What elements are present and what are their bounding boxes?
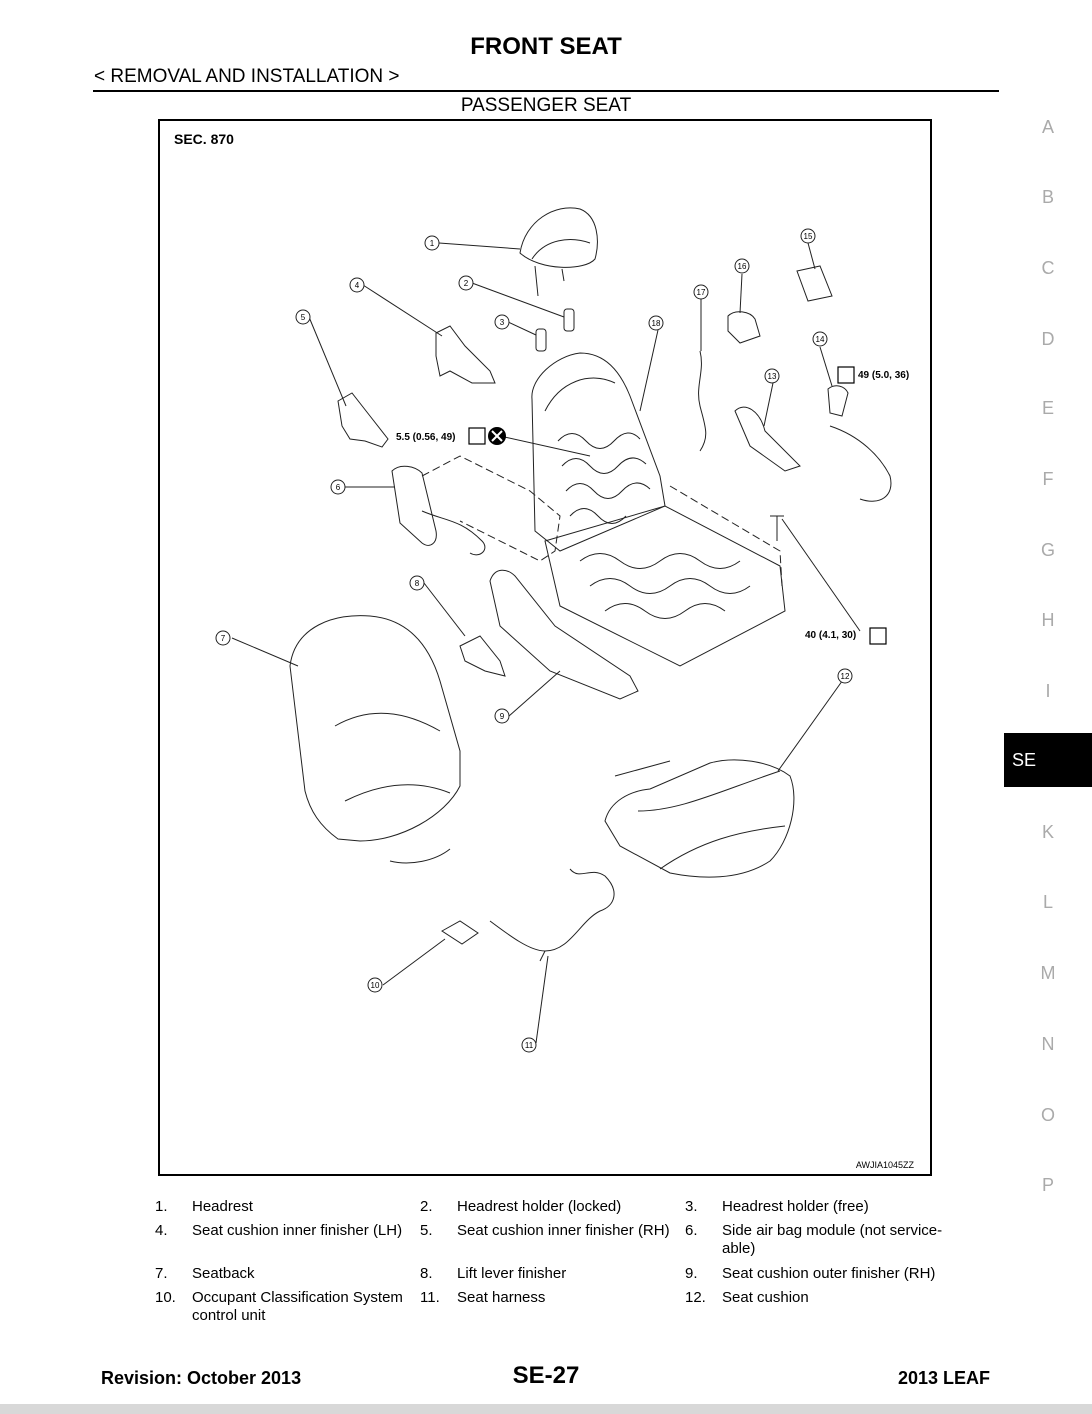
tab-e[interactable]: E bbox=[1041, 398, 1054, 418]
callout-14: 14 bbox=[816, 335, 825, 344]
seat-cushion-shape bbox=[604, 759, 795, 878]
callout-5: 5 bbox=[301, 313, 306, 322]
torque-label-2: 49 (5.0, 36) bbox=[858, 370, 909, 381]
tab-i[interactable]: I bbox=[1045, 681, 1051, 701]
do-not-reuse-icon bbox=[488, 427, 506, 445]
tab-b[interactable]: B bbox=[1041, 187, 1054, 207]
callout-2: 2 bbox=[464, 279, 469, 288]
headrest-holder-locked-shape bbox=[563, 308, 575, 332]
callout-7: 7 bbox=[221, 634, 226, 643]
tab-h[interactable]: H bbox=[1041, 610, 1055, 630]
inner-finisher-lh-shape bbox=[435, 325, 496, 384]
part-14-shape bbox=[827, 385, 849, 417]
side-airbag-shape bbox=[391, 465, 437, 546]
callout-9: 9 bbox=[500, 712, 505, 721]
page-title: FRONT SEAT bbox=[470, 33, 622, 60]
callout-18: 18 bbox=[652, 319, 661, 328]
tab-k[interactable]: K bbox=[1041, 822, 1054, 842]
callout-6: 6 bbox=[336, 483, 341, 492]
tab-o[interactable]: O bbox=[1040, 1105, 1055, 1125]
callout-17: 17 bbox=[697, 288, 706, 297]
tab-l[interactable]: L bbox=[1042, 892, 1053, 912]
exploded-diagram: SEC. 870 bbox=[158, 119, 932, 1176]
tab-p[interactable]: P bbox=[1041, 1175, 1054, 1195]
part-17-shape bbox=[698, 350, 707, 452]
seat-harness-shape bbox=[489, 868, 615, 952]
tab-m[interactable]: M bbox=[1040, 963, 1056, 983]
tab-f[interactable]: F bbox=[1042, 469, 1054, 489]
callout-16: 16 bbox=[738, 262, 747, 271]
ocs-unit-shape bbox=[441, 920, 479, 945]
breadcrumb: < REMOVAL AND INSTALLATION > bbox=[94, 66, 400, 87]
torque-label-1: 5.5 (0.56, 49) bbox=[396, 432, 455, 443]
header-rule bbox=[93, 90, 999, 92]
part-13-shape bbox=[734, 406, 801, 472]
part-15-shape bbox=[796, 265, 833, 302]
section-index: A B C D E F G H I SE K L M N O P bbox=[1004, 0, 1092, 1414]
headrest-holder-free-shape bbox=[535, 328, 547, 352]
page-number: SE-27 bbox=[512, 1362, 580, 1389]
part-16-shape bbox=[727, 311, 761, 344]
headrest-shape bbox=[519, 207, 598, 268]
callout-1: 1 bbox=[430, 239, 435, 248]
tab-a[interactable]: A bbox=[1041, 117, 1054, 137]
lift-lever-finisher-shape bbox=[459, 635, 506, 677]
outer-finisher-shape bbox=[489, 569, 639, 700]
figure-id: AWJIA1045ZZ bbox=[855, 1160, 914, 1170]
model-label: 2013 LEAF bbox=[898, 1368, 991, 1388]
sec-label: SEC. 870 bbox=[174, 131, 234, 147]
tab-g[interactable]: G bbox=[1040, 540, 1055, 560]
bottom-bar bbox=[0, 1404, 1092, 1414]
inner-finisher-rh-shape bbox=[337, 392, 389, 448]
cushion-frame-shape bbox=[544, 505, 786, 667]
revision-label: Revision: October 2013 bbox=[101, 1368, 302, 1388]
torque-label-3: 40 (4.1, 30) bbox=[805, 630, 856, 641]
tab-c[interactable]: C bbox=[1041, 258, 1055, 278]
callout-11: 11 bbox=[525, 1041, 534, 1050]
seatback-shape bbox=[289, 615, 461, 842]
callout-10: 10 bbox=[371, 981, 380, 990]
section-title: PASSENGER SEAT bbox=[460, 95, 632, 116]
tab-d[interactable]: D bbox=[1041, 329, 1055, 349]
seatback-frame-shape bbox=[531, 352, 666, 552]
callout-8: 8 bbox=[415, 579, 420, 588]
callout-3: 3 bbox=[500, 318, 505, 327]
callouts bbox=[215, 228, 853, 1053]
diagram-svg: 1 2 3 4 5 6 7 8 9 10 11 12 13 14 15 16 1… bbox=[215, 207, 909, 1053]
callout-15: 15 bbox=[804, 232, 813, 241]
tab-se[interactable]: SE bbox=[1004, 733, 1092, 787]
callout-4: 4 bbox=[355, 281, 360, 290]
callout-13: 13 bbox=[768, 372, 777, 381]
callout-12: 12 bbox=[841, 672, 850, 681]
tab-n[interactable]: N bbox=[1041, 1034, 1055, 1054]
torque-wrench-icon bbox=[468, 366, 887, 645]
